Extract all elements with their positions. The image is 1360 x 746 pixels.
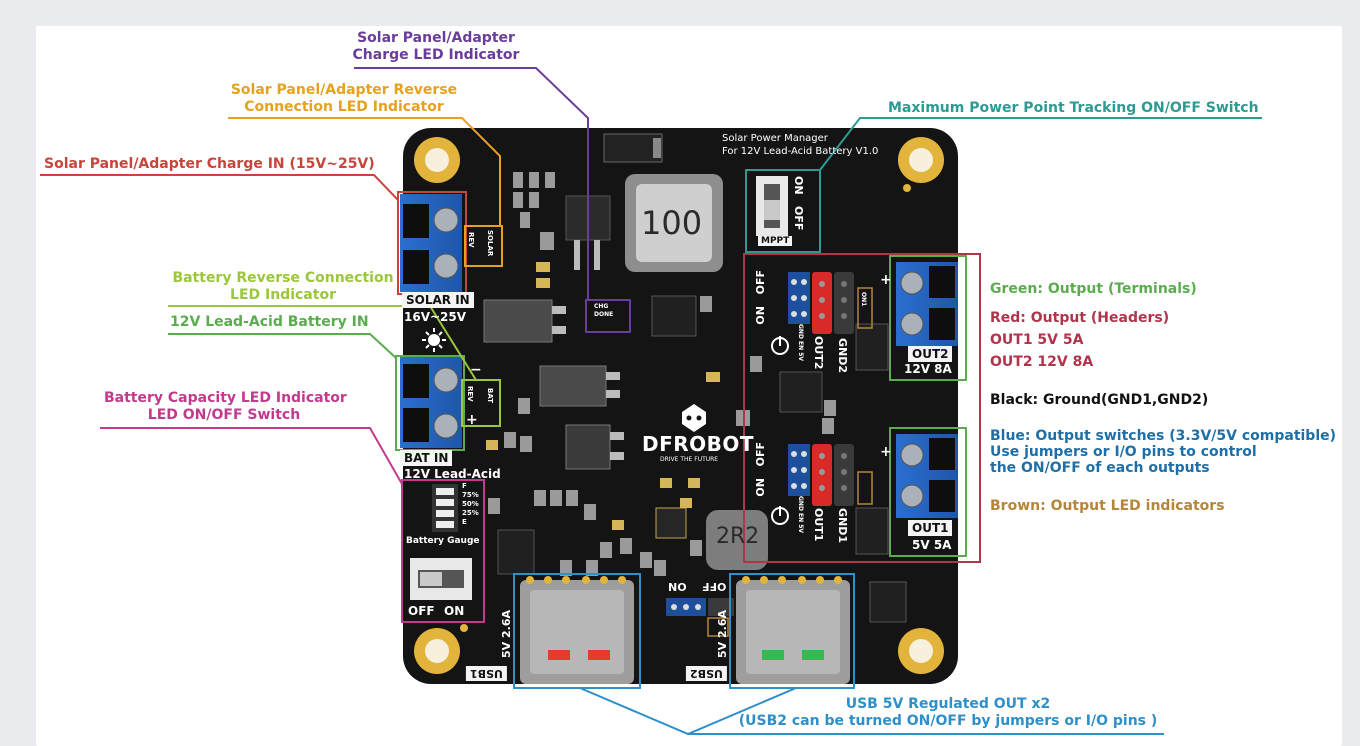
label-usb: USB 5V Regulated OUT x2(USB2 can be turn… bbox=[728, 696, 1168, 730]
label-battery-in: 12V Lead-Acid Battery IN bbox=[170, 314, 369, 331]
gnd1-label: GND1 bbox=[836, 508, 849, 543]
mppt-switch bbox=[756, 176, 788, 236]
out2-spec: 12V 8A bbox=[904, 362, 952, 376]
out1-header-label: OUT1 bbox=[812, 508, 825, 541]
usb2-on-label: ON bbox=[668, 580, 687, 593]
bat-in-label: BAT IN bbox=[400, 450, 452, 466]
usb1-label: USB1 bbox=[466, 666, 507, 681]
label-reverse-led: Solar Panel/Adapter ReverseConnection LE… bbox=[226, 82, 462, 116]
legend-black: Black: Ground(GND1,GND2) bbox=[990, 392, 1208, 409]
bat-minus: − bbox=[470, 362, 482, 378]
mounting-hole bbox=[898, 137, 944, 183]
mounting-hole bbox=[898, 628, 944, 674]
out2-jumper-block bbox=[788, 272, 810, 324]
out1-terminal-label: OUT1 bbox=[908, 520, 952, 536]
inductor-100-label: 100 bbox=[641, 204, 702, 242]
usb1-spec: 5V 2.6A bbox=[500, 610, 513, 658]
rev-label: REV bbox=[467, 232, 475, 248]
inductor-2r2-label: 2R2 bbox=[716, 524, 759, 549]
label-battery-reverse: Battery Reverse ConnectionLED Indicator bbox=[170, 270, 396, 304]
out1-spec: 5V 5A bbox=[912, 538, 951, 552]
out2-pin-labels: GND EN 5V bbox=[797, 324, 804, 361]
out2-off-label: OFF bbox=[754, 270, 767, 294]
legend-out2: OUT2 12V 8A bbox=[990, 354, 1093, 371]
mounting-hole bbox=[414, 628, 460, 674]
usb2-spec: 5V 2.6A bbox=[716, 610, 729, 658]
label-charge-led: Solar Panel/AdapterCharge LED Indicator bbox=[346, 30, 526, 64]
out1-plus: + bbox=[880, 444, 892, 460]
bat-plus: + bbox=[466, 412, 478, 428]
solar-range-label: 16V~25V bbox=[404, 310, 466, 324]
leader-charge-in bbox=[40, 175, 398, 200]
out1-terminal bbox=[896, 434, 958, 518]
out2-terminal-label: OUT2 bbox=[908, 346, 952, 362]
brand-slogan: DRIVE THE FUTURE bbox=[660, 456, 718, 463]
usb2-label: USB2 bbox=[686, 666, 727, 681]
solar-led-label: SOLAR bbox=[486, 230, 494, 256]
label-capacity: Battery Capacity LED IndicatorLED ON/OFF… bbox=[104, 390, 344, 424]
gnd2-label: GND2 bbox=[836, 338, 849, 373]
solar-in-terminal bbox=[400, 194, 462, 292]
out1-off-label: OFF bbox=[754, 442, 767, 466]
bat-led-label: BAT bbox=[486, 388, 494, 403]
battery-gauge-switch bbox=[410, 558, 472, 600]
battery-gauge-leds bbox=[432, 484, 458, 532]
out1-on-label: ON bbox=[754, 478, 767, 497]
gauge-off-label: OFF bbox=[408, 604, 435, 618]
battery-gauge-label: Battery Gauge bbox=[406, 536, 480, 546]
lead-acid-label: 12V Lead-Acid bbox=[404, 467, 501, 481]
mppt-label: MPPT bbox=[758, 236, 792, 246]
bat-rev-label: REV bbox=[466, 386, 474, 402]
chg-done-label: CHGDONE bbox=[594, 303, 613, 319]
out1-jumper-block bbox=[788, 444, 810, 496]
legend-green: Green: Output (Terminals) bbox=[990, 281, 1197, 298]
label-mppt: Maximum Power Point Tracking ON/OFF Swit… bbox=[888, 100, 1259, 117]
out2-header-label: OUT2 bbox=[812, 336, 825, 369]
solar-in-label: SOLAR IN bbox=[402, 292, 474, 308]
out2-led-label: ON1 bbox=[860, 292, 867, 306]
label-charge-in: Solar Panel/Adapter Charge IN (15V~25V) bbox=[44, 156, 375, 173]
leader-battery-in bbox=[168, 334, 396, 358]
out2-on-label: ON bbox=[754, 306, 767, 325]
bat-in-terminal bbox=[400, 356, 462, 448]
leader-capacity bbox=[100, 428, 402, 484]
out2-plus: + bbox=[880, 272, 892, 288]
gauge-levels: F75%50%25%E bbox=[462, 482, 479, 527]
usb1-port bbox=[520, 576, 634, 684]
mppt-off-label: OFF bbox=[792, 206, 805, 230]
gauge-on-label: ON bbox=[444, 604, 464, 618]
brand-logo-text: DFROBOT bbox=[642, 432, 754, 456]
mppt-on-label: ON bbox=[792, 176, 805, 195]
out1-pin-labels: GND EN 5V bbox=[797, 496, 804, 533]
legend-red: Red: Output (Headers) bbox=[990, 310, 1169, 327]
legend-blue: Blue: Output switches (3.3V/5V compatibl… bbox=[990, 428, 1336, 476]
legend-brown: Brown: Output LED indicators bbox=[990, 498, 1225, 515]
legend-out1: OUT1 5V 5A bbox=[990, 332, 1083, 349]
board-title: Solar Power ManagerFor 12V Lead-Acid Bat… bbox=[722, 132, 878, 158]
usb2-off-label: OFF bbox=[702, 580, 726, 593]
out2-terminal bbox=[896, 262, 958, 346]
usb2-port bbox=[736, 576, 850, 684]
mounting-hole bbox=[414, 137, 460, 183]
